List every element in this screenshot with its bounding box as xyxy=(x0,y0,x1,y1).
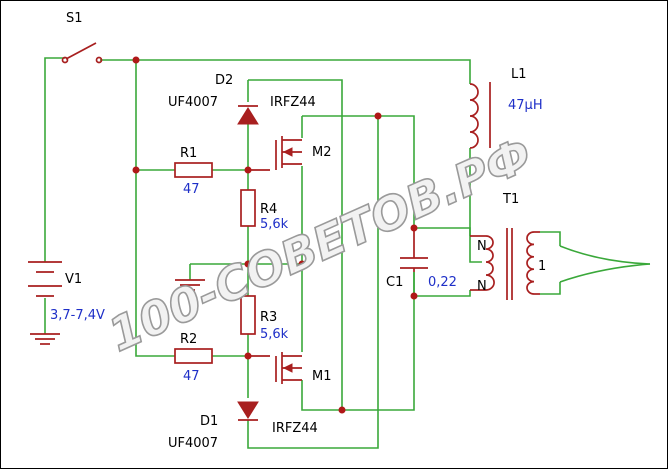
c1-label: C1 xyxy=(386,275,403,290)
m1-value: IRFZ44 xyxy=(272,421,318,436)
junctions xyxy=(132,56,418,414)
d1-value: UF4007 xyxy=(168,436,218,451)
t1-secondary-mark: 1 xyxy=(538,259,546,274)
inductor-l1: L1 47µH xyxy=(469,67,543,149)
wires xyxy=(44,57,651,449)
wire-c1-bot-tr xyxy=(413,272,471,297)
wire-m2-drain xyxy=(302,115,415,228)
wire-top-rail xyxy=(100,59,471,84)
wire-spark-top xyxy=(559,245,651,265)
resistor-r2: R2 47 xyxy=(174,332,213,384)
wire-m1-drain xyxy=(301,272,415,411)
wire-sec-bot xyxy=(540,282,561,295)
d2-label: D2 xyxy=(215,73,233,88)
r1-value: 47 xyxy=(183,182,200,197)
wire-l1-ct xyxy=(469,148,482,263)
resistor-r4: R4 5,6k xyxy=(240,189,289,232)
r2-value: 47 xyxy=(183,369,200,384)
wire-spark-bot xyxy=(559,263,651,283)
t1-primary-mark-top: N xyxy=(477,239,487,254)
resistor-r1: R1 47 xyxy=(174,146,213,197)
ground-battery-icon xyxy=(30,333,60,345)
wire-c1-top-tr xyxy=(414,227,471,236)
l1-label: L1 xyxy=(511,67,527,82)
l1-value: 47µH xyxy=(508,98,543,113)
s1-label: S1 xyxy=(66,11,83,26)
t1-label: T1 xyxy=(502,192,519,207)
transformer-t1: T1 N N 1 xyxy=(470,192,546,300)
c1-value: 0,22 xyxy=(428,275,457,290)
d2-value: UF4007 xyxy=(168,95,218,110)
battery-v1: V1 3,7-7,4V xyxy=(28,261,105,323)
m2-label: M2 xyxy=(312,145,332,160)
t1-primary-mark-bottom: N xyxy=(477,279,487,294)
mosfet-m1: M1 IRFZ44 xyxy=(248,352,332,436)
wire-sec-top xyxy=(540,231,561,246)
wire-d1-bottom xyxy=(247,116,379,449)
resistor-r3: R3 5,6k xyxy=(240,295,289,342)
r4-value: 5,6k xyxy=(260,217,289,232)
capacitor-c1: C1 0,22 xyxy=(386,228,457,290)
switch-s1: S1 xyxy=(61,11,103,64)
diode-d1: D1 UF4007 xyxy=(168,401,259,451)
v1-value: 3,7-7,4V xyxy=(50,308,105,323)
v1-label: V1 xyxy=(65,272,82,287)
wire-d2-top xyxy=(248,79,343,410)
r1-label: R1 xyxy=(180,146,197,161)
wire-gate-bus xyxy=(135,60,175,357)
m1-label: M1 xyxy=(312,369,332,384)
watermark-text: 100-СОВЕТОВ.РФ xyxy=(101,127,540,362)
r2-label: R2 xyxy=(180,332,197,347)
d1-label: D1 xyxy=(200,414,218,429)
mosfet-m2: IRFZ44 M2 xyxy=(248,95,332,171)
m2-value: IRFZ44 xyxy=(270,95,316,110)
r3-value: 5,6k xyxy=(260,327,289,342)
diode-d2: D2 UF4007 xyxy=(168,73,259,125)
r3-label: R3 xyxy=(260,310,277,325)
ground-node-icon xyxy=(175,279,205,291)
wire-s1-left xyxy=(44,57,65,60)
r4-label: R4 xyxy=(260,202,277,217)
